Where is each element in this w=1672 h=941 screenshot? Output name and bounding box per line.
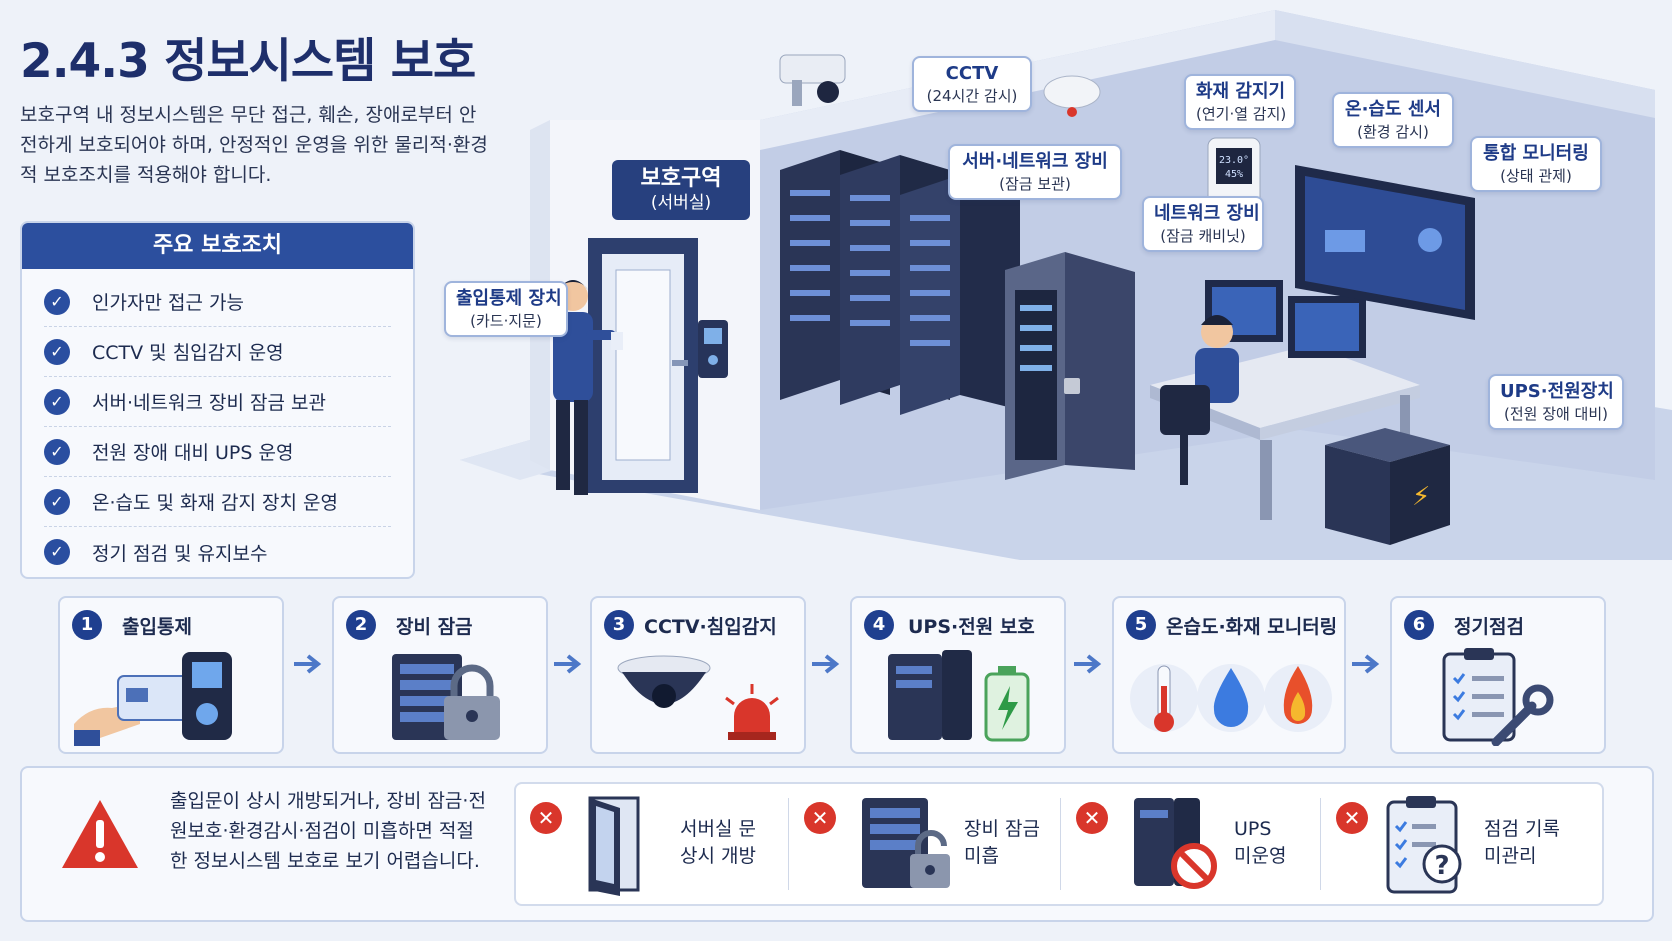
step-label: 정기점검: [1454, 615, 1524, 638]
check-icon: ✓: [44, 288, 70, 315]
divider: [1320, 798, 1321, 890]
violation-item: ✕ 장비 잠금 미흡: [804, 782, 1066, 906]
violation-item: ✕ 서버실 문 상시 개방: [530, 782, 792, 906]
arrow-right-icon: [1074, 654, 1102, 674]
locked-server-icon: [392, 654, 500, 740]
network-cabinet-icon: [1005, 252, 1135, 480]
step-number: 3: [604, 610, 634, 640]
step-number: 5: [1126, 610, 1156, 640]
callout-cctv: CCTV (24시간 감시): [912, 56, 1032, 112]
operator-desk-icon: [1150, 280, 1420, 520]
temperature-humidity-fire-icon: [1130, 664, 1332, 732]
step-number: 2: [346, 610, 376, 640]
step-number: 1: [72, 610, 102, 640]
server-room-illustration: ⚡ 23.0° 45%: [460, 10, 1672, 560]
violation-item: ✕ UPS 미운영: [1076, 782, 1338, 906]
step-label: 온습도·화재 모니터링: [1166, 615, 1338, 638]
missing-records-icon: ?: [1386, 796, 1462, 894]
step-card-3: 3 CCTV·침입감지: [590, 596, 806, 754]
measure-item: ✓온·습도 및 화재 감지 장치 운영: [44, 477, 391, 527]
callout-temp-sensor: 온·습도 센서 (환경 감시): [1332, 92, 1454, 148]
protected-zone-sign: 보호구역 (서버실): [612, 160, 750, 220]
svg-text:⚡: ⚡: [1412, 482, 1430, 512]
callout-ups: UPS·전원장치 (전원 장애 대비): [1488, 374, 1624, 430]
temperature-sensor-icon: 23.0° 45%: [1207, 137, 1261, 209]
measure-item: ✓서버·네트워크 장비 잠금 보관: [44, 377, 391, 427]
svg-text:?: ?: [1434, 851, 1449, 881]
check-icon: ✓: [44, 388, 70, 415]
page-title: 2.4.3 정보시스템 보호: [20, 34, 476, 89]
x-icon: ✕: [1336, 802, 1368, 834]
step-card-1: 1 출입통제: [58, 596, 284, 754]
step-card-5: 5 온습도·화재 모니터링: [1112, 596, 1346, 754]
access-card-icon: [74, 652, 232, 746]
callout-server-equipment: 서버·네트워크 장비 (잠금 보관): [948, 144, 1122, 200]
warning-triangle-icon: [62, 800, 138, 868]
key-measures-heading: 주요 보호조치: [22, 223, 413, 269]
rack-lights: [790, 190, 950, 346]
measure-item: ✓인가자만 접근 가능: [44, 277, 391, 327]
x-icon: ✕: [1076, 802, 1108, 834]
check-icon: ✓: [44, 338, 70, 365]
step-number: 6: [1404, 610, 1434, 640]
check-icon: ✓: [44, 488, 70, 515]
check-icon: ✓: [44, 438, 70, 465]
callout-monitoring: 통합 모니터링 (상태 관제): [1470, 136, 1602, 192]
step-card-2: 2 장비 잠금: [332, 596, 548, 754]
ups-battery-icon: [888, 650, 1030, 742]
x-icon: ✕: [530, 802, 562, 834]
ups-prohibited-icon: [1134, 798, 1217, 889]
arrow-right-icon: [554, 654, 582, 674]
sensor-temp-readout: 23.0°: [1219, 155, 1249, 166]
monitoring-wall-screen: [1295, 165, 1475, 320]
key-measures-panel: 주요 보호조치 ✓인가자만 접근 가능 ✓CCTV 및 침입감지 운영 ✓서버·…: [20, 221, 415, 579]
step-card-6: 6 정기점검: [1390, 596, 1606, 754]
divider: [1060, 798, 1061, 890]
arrow-right-icon: [294, 654, 322, 674]
step-card-4: 4 UPS·전원 보호: [850, 596, 1066, 754]
warning-text: 출입문이 상시 개방되거나, 장비 잠금·전원보호·환경감시·점검이 미흡하면 …: [170, 790, 486, 872]
lock-icon: [1064, 378, 1080, 394]
inspection-checklist-icon: [1442, 648, 1554, 746]
intro-text: 보호구역 내 정보시스템은 무단 접근, 훼손, 장애로부터 안전하게 보호되어…: [20, 104, 488, 186]
step-label: UPS·전원 보호: [908, 615, 1035, 638]
callout-network-cabinet: 네트워크 장비 (잠금 캐비닛): [1142, 196, 1264, 252]
fire-detector-icon: [1043, 75, 1101, 117]
measure-item: ✓전원 장애 대비 UPS 운영: [44, 427, 391, 477]
step-label: CCTV·침입감지: [644, 615, 777, 638]
x-icon: ✕: [804, 802, 836, 834]
measure-item: ✓정기 점검 및 유지보수: [44, 527, 391, 577]
unlocked-server-icon: [862, 798, 950, 888]
step-label: 장비 잠금: [396, 615, 473, 638]
arrow-right-icon: [1352, 654, 1380, 674]
measure-item: ✓CCTV 및 침입감지 운영: [44, 327, 391, 377]
callout-access-control: 출입통제 장치 (카드·지문): [444, 281, 568, 337]
open-door-icon: [588, 796, 640, 896]
step-number: 4: [864, 610, 894, 640]
dome-camera-alarm-icon: [617, 655, 779, 740]
ups-unit-icon: ⚡: [1325, 428, 1450, 545]
step-label: 출입통제: [122, 615, 192, 638]
sensor-humidity-readout: 45%: [1225, 169, 1243, 180]
divider: [788, 798, 789, 890]
cctv-camera-icon: [779, 54, 846, 106]
callout-fire-detector: 화재 감지기 (연기·열 감지): [1184, 74, 1296, 130]
violation-item: ✕ ? 점검 기록 미관리: [1336, 782, 1598, 906]
arrow-right-icon: [812, 654, 840, 674]
check-icon: ✓: [44, 539, 70, 565]
